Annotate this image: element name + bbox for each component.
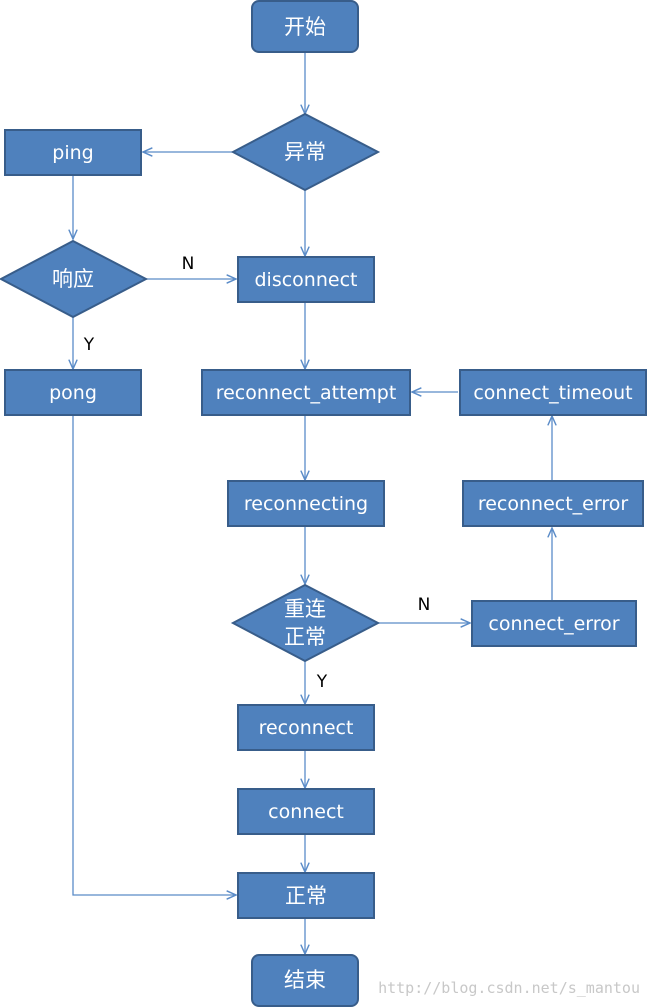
edge-label-response-yes: Y — [83, 335, 95, 355]
edge-label-response-no: N — [182, 254, 195, 274]
end-label: 结束 — [284, 968, 326, 992]
node-anomaly: 异常 — [230, 112, 381, 192]
reconnecting-process-shape — [227, 480, 385, 527]
connect-timeout-label: connect_timeout — [473, 382, 632, 404]
watermark-text: http://blog.csdn.net/s_mantou — [378, 979, 640, 997]
node-reconnect-attempt: reconnect_attempt — [201, 369, 411, 416]
node-reconnect: reconnect — [237, 704, 375, 751]
node-ping: ping — [4, 129, 142, 176]
pong-label: pong — [49, 382, 97, 404]
anomaly-decision-shape — [230, 112, 381, 192]
disconnect-label: disconnect — [255, 269, 358, 291]
edge-pong-to-normal — [72, 415, 236, 895]
reconnect-attempt-process-shape — [201, 369, 411, 416]
node-start: 开始 — [251, 0, 359, 53]
node-connect-error: connect_error — [471, 600, 637, 647]
disconnect-process-shape — [237, 256, 375, 303]
node-reconnect-error: reconnect_error — [462, 480, 644, 527]
node-connect-timeout: connect_timeout — [459, 369, 647, 416]
connect-error-process-shape — [471, 600, 637, 647]
reconnect-ok-decision-shape — [230, 583, 381, 663]
normal-label: 正常 — [285, 884, 327, 908]
edge-label-reconnect-ok-yes: Y — [316, 672, 328, 692]
response-decision-shape — [0, 239, 149, 319]
node-normal: 正常 — [237, 872, 375, 919]
node-reconnect-ok: 重连 正常 — [230, 583, 381, 663]
response-label: 响应 — [52, 267, 94, 291]
ping-process-shape — [4, 129, 142, 176]
node-pong: pong — [4, 369, 142, 416]
normal-process-shape — [237, 872, 375, 919]
reconnect-label: reconnect — [259, 717, 354, 739]
connect-process-shape — [237, 788, 375, 835]
start-terminal-shape — [251, 0, 359, 53]
node-disconnect: disconnect — [237, 256, 375, 303]
start-label: 开始 — [284, 15, 326, 39]
end-terminal-shape — [251, 954, 359, 1007]
reconnect-process-shape — [237, 704, 375, 751]
edge-label-reconnect-ok-no: N — [418, 595, 431, 615]
reconnect-ok-label-line2: 正常 — [284, 625, 326, 649]
connect-error-label: connect_error — [488, 613, 619, 635]
pong-process-shape — [4, 369, 142, 416]
node-connect: connect — [237, 788, 375, 835]
connect-label: connect — [268, 801, 344, 823]
reconnect-error-label: reconnect_error — [478, 493, 629, 515]
edges — [73, 52, 552, 954]
reconnecting-label: reconnecting — [244, 493, 368, 515]
connect-timeout-process-shape — [459, 369, 647, 416]
reconnect-error-process-shape — [462, 480, 644, 527]
node-response: 响应 — [0, 239, 149, 319]
reconnect-attempt-label: reconnect_attempt — [216, 382, 397, 404]
reconnect-ok-label-line1: 重连 — [284, 597, 326, 621]
node-end: 结束 — [251, 954, 359, 1007]
anomaly-label: 异常 — [284, 140, 326, 164]
node-reconnecting: reconnecting — [227, 480, 385, 527]
ping-label: ping — [52, 142, 93, 164]
